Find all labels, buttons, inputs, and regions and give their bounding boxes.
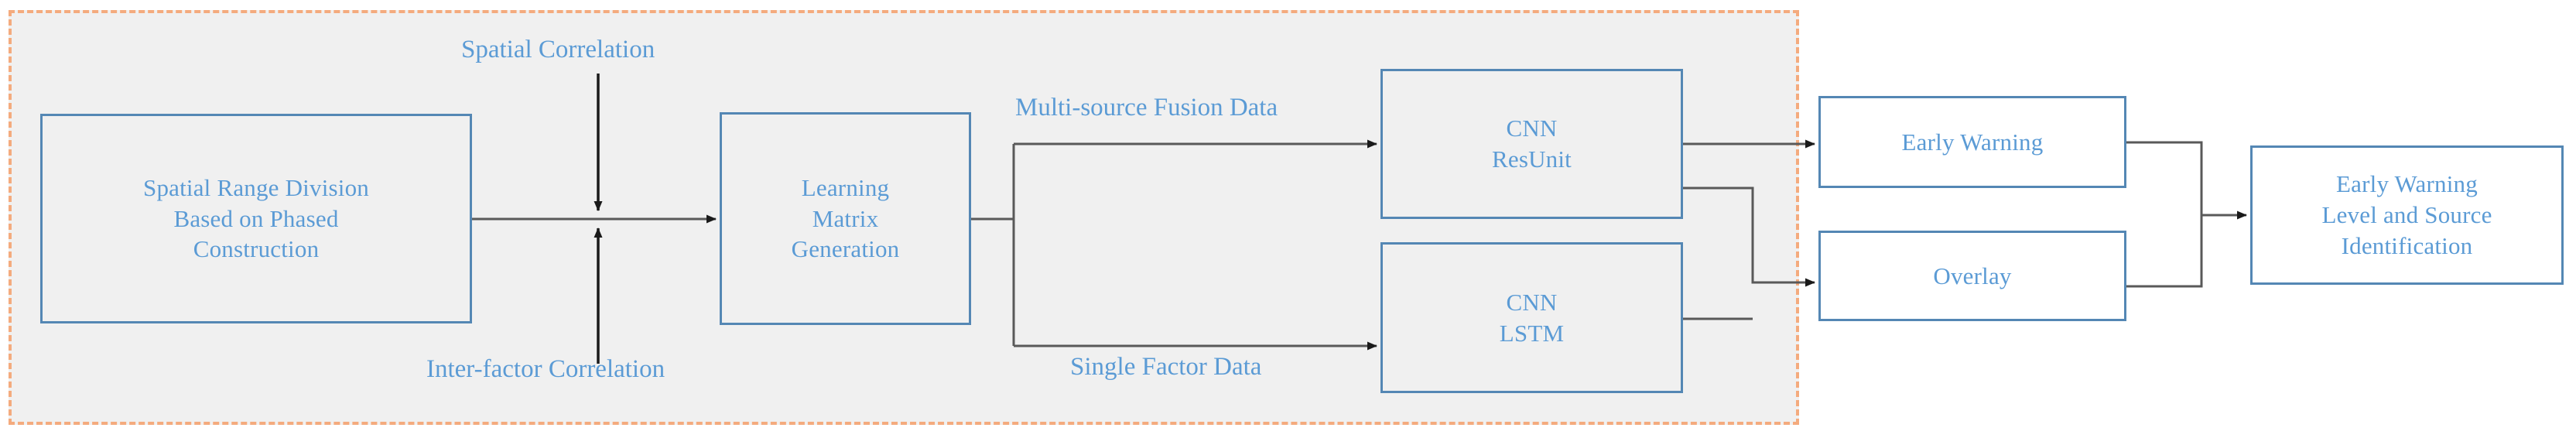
node-cnn-resunit[interactable]: CNN ResUnit — [1380, 69, 1683, 219]
node-learning-matrix-generation[interactable]: Learning Matrix Generation — [720, 112, 971, 325]
node-cnn-resunit-label: CNN ResUnit — [1491, 115, 1572, 173]
node-overlay[interactable]: Overlay — [1818, 231, 2126, 321]
node-overlay-label: Overlay — [1933, 262, 2012, 289]
edge-overlay-to-final — [2126, 215, 2203, 288]
node-cnn-lstm-label: CNN LSTM — [1499, 288, 1565, 347]
node-early-warning-level-and-source-identification[interactable]: Early Warning Level and Source Identific… — [2250, 145, 2564, 285]
node-early-warning-level-label: Early Warning Level and Source Identific… — [2321, 170, 2492, 259]
node-learning-matrix-generation-label: Learning Matrix Generation — [791, 173, 900, 263]
edge-label-multi-source-fusion-data: Multi-source Fusion Data — [1015, 94, 1278, 121]
node-early-warning[interactable]: Early Warning — [1818, 96, 2126, 188]
edge-label-spatial-correlation: Spatial Correlation — [461, 36, 655, 63]
node-spatial-range-division-label: Spatial Range Division Based on Phased C… — [143, 173, 369, 263]
edge-early-warning-to-final — [2126, 141, 2247, 220]
node-cnn-lstm[interactable]: CNN LSTM — [1380, 242, 1683, 393]
edge-label-single-factor-data: Single Factor Data — [1070, 353, 1262, 381]
node-spatial-range-division[interactable]: Spatial Range Division Based on Phased C… — [40, 114, 472, 323]
edge-label-inter-factor-correlation: Inter-factor Correlation — [426, 355, 665, 383]
node-early-warning-label: Early Warning — [1901, 128, 2044, 156]
